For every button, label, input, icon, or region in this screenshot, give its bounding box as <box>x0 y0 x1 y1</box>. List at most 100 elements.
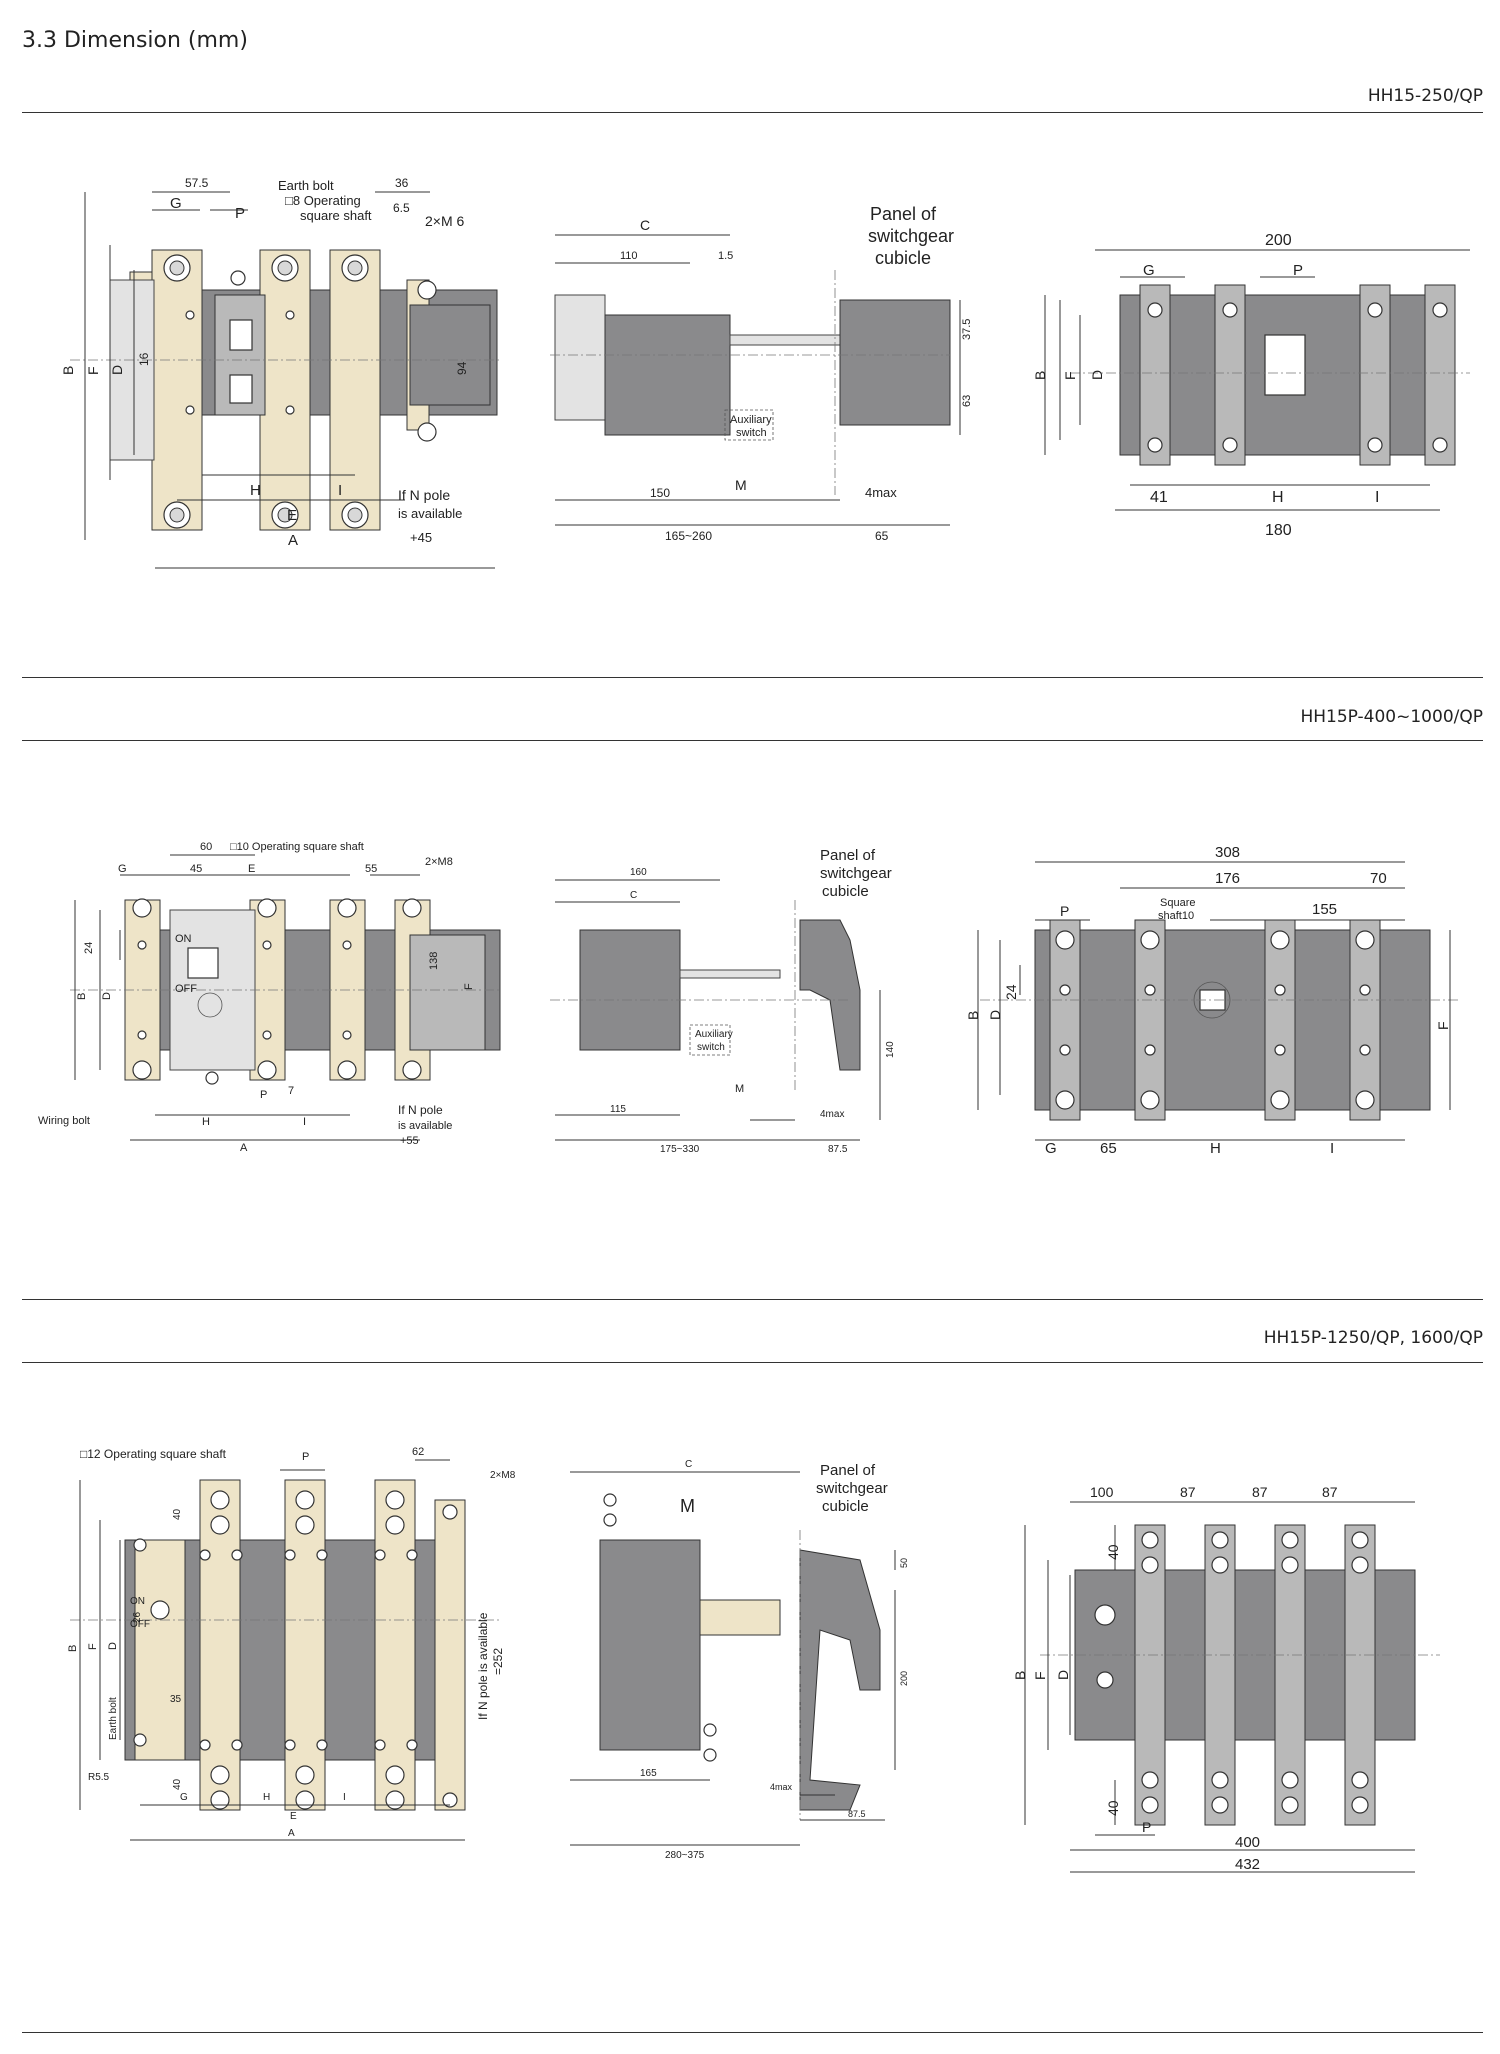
letter-g: G <box>1143 262 1155 279</box>
dim-50: 50 <box>899 1558 909 1568</box>
pole-terminals <box>109 249 437 531</box>
dim-24: 24 <box>1003 984 1019 1000</box>
dim-175-330: 175~330 <box>660 1144 700 1155</box>
dim-24: 24 <box>83 942 95 954</box>
letter-g: G <box>180 1792 188 1803</box>
letter-b: B <box>67 1645 79 1652</box>
dim-110: 110 <box>620 250 638 262</box>
bolt-label: 2×M 6 <box>425 213 465 229</box>
npole-line2: is available <box>398 1120 452 1132</box>
section-rule <box>22 677 1483 678</box>
dim-label: 36 <box>395 176 409 190</box>
dim-155: 155 <box>1312 901 1337 918</box>
bolt-label: 2×M8 <box>425 856 453 868</box>
letter-p: P <box>302 1451 309 1463</box>
dim-94: 94 <box>455 361 469 375</box>
letter-h: H <box>263 1792 270 1803</box>
letter-d: D <box>109 365 125 375</box>
dim-165: 165 <box>640 1768 657 1779</box>
callout-operating: □8 Operating <box>285 193 361 208</box>
model-label: HH15P-1250/QP, 1600/QP <box>1263 1328 1483 1348</box>
dim-40-bottom: 40 <box>1105 1800 1121 1816</box>
letter-c: C <box>685 1459 692 1470</box>
aux-line2: switch <box>697 1042 725 1053</box>
dim-41: 41 <box>1150 489 1168 506</box>
letter-h: H <box>202 1116 210 1128</box>
switch-body-side <box>579 929 681 1051</box>
letter-f: F <box>1062 371 1078 380</box>
wiring-bolt-label: Wiring bolt <box>38 1115 90 1127</box>
letter-p: P <box>1060 903 1069 919</box>
dim-62: 62 <box>412 1446 424 1458</box>
aux-line1: Auxiliary <box>730 414 772 426</box>
pole-terminals <box>133 1479 466 1811</box>
handle <box>799 1549 881 1811</box>
panel-line2: switchgear <box>816 1480 888 1497</box>
dim-176: 176 <box>1215 870 1240 887</box>
letter-f: F <box>87 1643 99 1650</box>
aux-line2: switch <box>736 427 767 439</box>
shaft-line1: Square <box>1160 897 1195 909</box>
dim-4max: 4max <box>865 485 897 500</box>
callout-operating: □12 Operating square shaft <box>80 1447 227 1461</box>
front-view-drawing: 57.5 36 6.5 G P Earth bolt □8 Operating … <box>60 176 500 569</box>
dim-165-260: 165~260 <box>665 529 712 543</box>
letter-p: P <box>1293 262 1303 279</box>
npole-line3: +45 <box>410 530 432 545</box>
dim-40-top: 40 <box>172 1508 183 1520</box>
callout-earth-bolt: Earth bolt <box>278 178 334 193</box>
dim-45: 45 <box>190 863 202 875</box>
dim-26: 26 <box>132 1611 143 1623</box>
letter-b: B <box>60 366 76 375</box>
letter-a: A <box>240 1142 248 1154</box>
dim-87-b: 87 <box>1252 1484 1268 1500</box>
dim-65: 65 <box>875 529 889 543</box>
dim-35: 35 <box>170 1694 182 1705</box>
section-rule <box>22 112 1483 113</box>
aux-line1: Auxiliary <box>695 1029 733 1040</box>
dim-280-375: 280~375 <box>665 1850 705 1861</box>
letter-h: H <box>250 482 261 499</box>
dim-40-bottom: 40 <box>172 1778 183 1790</box>
letter-b: B <box>965 1011 981 1020</box>
letter-a: A <box>288 1828 295 1839</box>
on-label: ON <box>175 933 192 945</box>
switch-body-side <box>604 314 731 436</box>
mounting-plate <box>554 294 606 421</box>
earth-bolt-label: Earth bolt <box>108 1697 119 1740</box>
letter-f: F <box>463 983 475 990</box>
radius-label: R5.5 <box>88 1772 110 1783</box>
dim-400: 400 <box>1235 1834 1260 1851</box>
page-title: 3.3 Dimension (mm) <box>22 28 248 53</box>
dim-16: 16 <box>137 352 151 366</box>
rear-view-drawing: 200 G P B F D 41 H I 180 <box>1032 232 1470 539</box>
dim-87-5: 87.5 <box>848 1809 866 1819</box>
panel-line3: cubicle <box>875 248 931 268</box>
letter-p: P <box>260 1089 267 1101</box>
callout-shaft: square shaft <box>300 208 372 223</box>
shaft-line2: shaft10 <box>1158 910 1194 922</box>
letter-e: E <box>290 1811 297 1822</box>
switch-body-rear <box>1034 929 1431 1111</box>
dim-87-5: 87.5 <box>828 1144 848 1155</box>
dim-87-c: 87 <box>1322 1484 1338 1500</box>
section-rule <box>22 1362 1483 1363</box>
dim-115: 115 <box>610 1104 626 1115</box>
handle <box>799 919 861 1071</box>
npole-line3: +55 <box>400 1135 419 1147</box>
dim-87-a: 87 <box>1180 1484 1196 1500</box>
dim-140: 140 <box>885 1041 896 1058</box>
letter-d: D <box>101 992 113 1000</box>
letter-i: I <box>343 1792 346 1803</box>
letter-i: I <box>1330 1140 1334 1157</box>
letter-m: M <box>735 477 747 493</box>
letter-f: F <box>1435 1021 1451 1030</box>
panel-line1: Panel of <box>820 847 876 864</box>
front-view-drawing: □12 Operating square shaft P 62 2×M8 B F… <box>67 1446 516 1841</box>
dim-200: 200 <box>1265 232 1292 249</box>
npole-line2: is available <box>398 506 462 521</box>
letter-i: I <box>1375 489 1379 506</box>
dim-label: 57.5 <box>185 176 209 190</box>
letter-f: F <box>85 366 101 375</box>
letter-f: F <box>1032 1671 1048 1680</box>
